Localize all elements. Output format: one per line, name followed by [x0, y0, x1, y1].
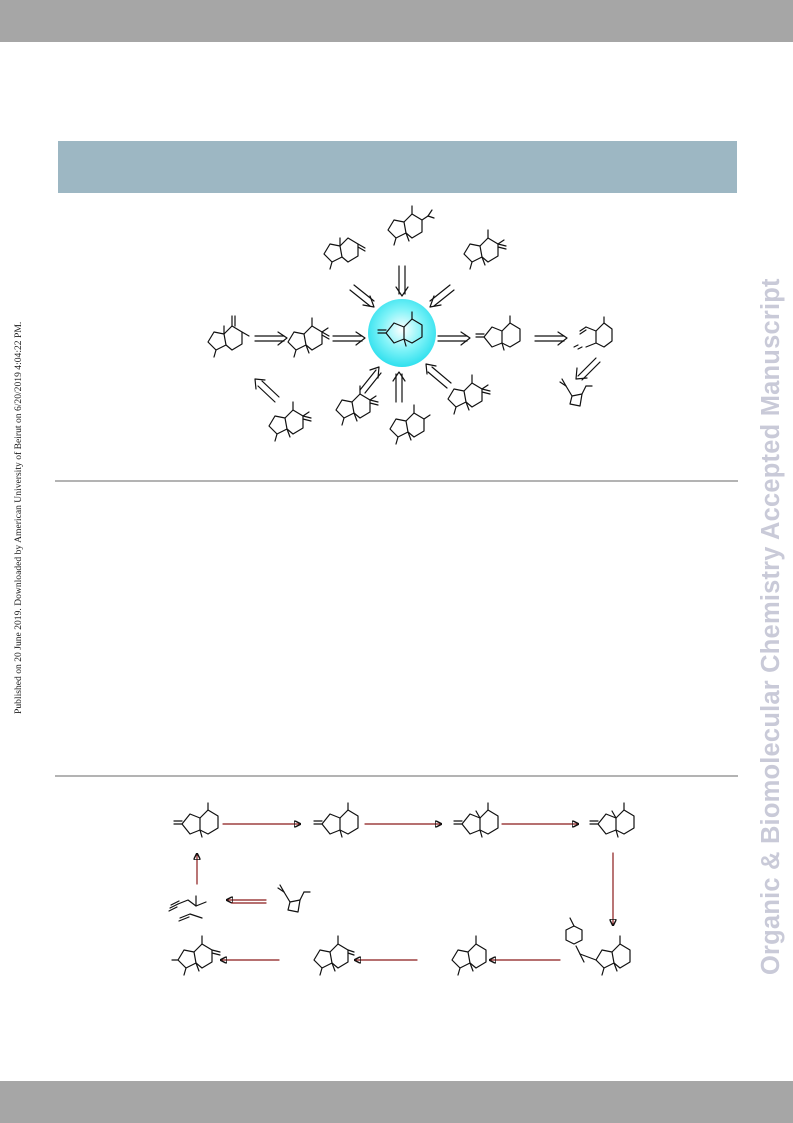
journal-footer-bar — [0, 1081, 793, 1123]
graphical-abstract-header — [58, 141, 737, 193]
precursor-top-right — [463, 229, 507, 270]
scheme-compound-5 — [565, 917, 631, 976]
scheme-compound-1 — [173, 802, 219, 838]
central-target-highlight — [368, 299, 436, 367]
section-divider-bottom — [55, 775, 738, 777]
precursor-top — [387, 205, 435, 246]
section-divider-top — [55, 480, 738, 482]
scheme-compound-3 — [453, 802, 499, 838]
scheme-compound-2 — [313, 802, 359, 838]
scheme-compound-10 — [277, 884, 311, 913]
journal-header-bar — [0, 0, 793, 42]
scheme-compound-6 — [451, 935, 487, 976]
precursor-left-1 — [287, 317, 330, 358]
precursor-bottom-left — [268, 401, 312, 442]
precursor-left-2 — [207, 315, 250, 358]
precursor-bottom-right — [447, 374, 491, 415]
retro-arrows — [254, 265, 601, 403]
product-right-2 — [573, 316, 613, 350]
scheme-compound-7 — [313, 935, 355, 976]
scheme-compound-9 — [168, 895, 207, 922]
scheme-compound-4 — [589, 802, 635, 838]
precursor-top-left — [323, 237, 366, 270]
scheme-arrows — [197, 824, 613, 960]
precursor-bottom-1 — [335, 385, 379, 426]
scheme-compound-8 — [171, 935, 221, 976]
product-right-3 — [559, 378, 593, 407]
